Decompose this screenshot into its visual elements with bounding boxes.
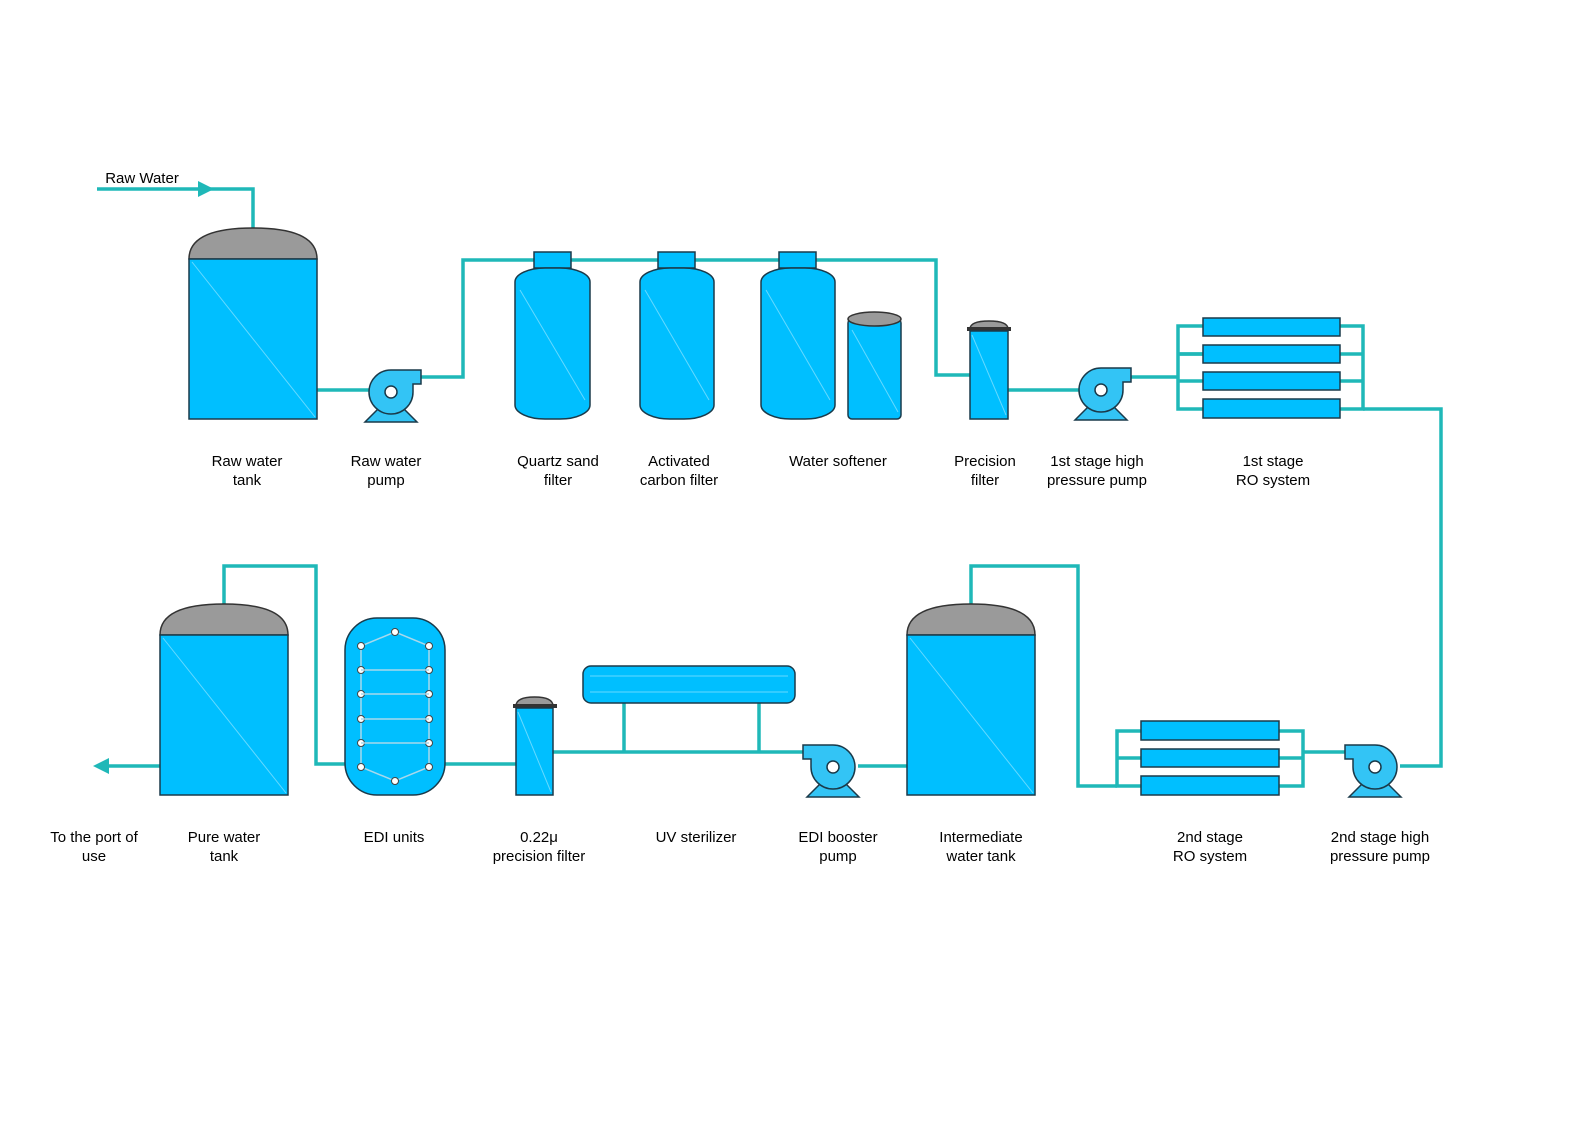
label-quartz-2: filter — [544, 472, 572, 489]
ro1-right-manifold — [1340, 324, 1365, 411]
precision-filter-022 — [513, 696, 557, 796]
activated-carbon-filter — [639, 251, 715, 420]
ro-system-1 — [1202, 317, 1341, 419]
uv-sterilizer — [582, 665, 796, 704]
label-022: 0.22μ — [520, 829, 558, 846]
label-booster: EDI booster — [798, 829, 877, 846]
label-ro-1: 1st stage — [1243, 453, 1304, 470]
label-quartz: Quartz sand — [517, 453, 599, 470]
label-precision: Precision — [954, 453, 1016, 470]
label-port: To the port of — [50, 829, 138, 846]
pipe-ro2-intermediate — [969, 564, 1117, 788]
inlet-pipe — [97, 187, 255, 228]
raw-water-pump-icon — [364, 369, 422, 423]
label-intermediate: Intermediate — [939, 829, 1022, 846]
label-hp-pump-1-2: pressure pump — [1047, 472, 1147, 489]
ro1-left-manifold — [1176, 324, 1203, 411]
intermediate-water-tank — [906, 603, 1036, 796]
hp-pump-2-icon — [1344, 744, 1402, 798]
ro-system-2 — [1140, 720, 1280, 796]
label-raw-water-pump: Raw water — [351, 453, 422, 470]
labels: Raw Water Raw water tank Raw water pump … — [50, 170, 1430, 865]
outlet-arrow-icon — [93, 758, 109, 774]
label-carbon-2: carbon filter — [640, 472, 718, 489]
label-raw-water-tank-2: tank — [233, 472, 262, 489]
label-port-2: use — [82, 848, 106, 865]
label-raw-water-pump-2: pump — [367, 472, 405, 489]
label-022-2: precision filter — [493, 848, 586, 865]
edi-unit — [344, 617, 446, 796]
edi-booster-pump-icon — [802, 744, 860, 798]
uv-connectors — [622, 703, 761, 752]
pipe-edi-purewater — [222, 564, 345, 766]
label-hp-pump-2-2: pressure pump — [1330, 848, 1430, 865]
label-uv: UV sterilizer — [656, 829, 737, 846]
label-carbon: Activated — [648, 453, 710, 470]
label-raw-water-tank: Raw water — [212, 453, 283, 470]
label-ro-2-2: RO system — [1173, 848, 1247, 865]
label-ro-2: 2nd stage — [1177, 829, 1243, 846]
label-intermediate-2: water tank — [945, 848, 1016, 865]
hp-pump-1-icon — [1074, 367, 1132, 421]
label-pure-tank-2: tank — [210, 848, 239, 865]
pure-water-tank — [159, 603, 289, 796]
pipes — [93, 181, 1443, 788]
raw-water-tank — [188, 227, 318, 420]
label-hp-pump-2: 2nd stage high — [1331, 829, 1429, 846]
pipe-ro1-pump2 — [1363, 407, 1443, 768]
pipe-pretreatment — [418, 258, 970, 379]
label-edi: EDI units — [364, 829, 425, 846]
label-precision-2: filter — [971, 472, 999, 489]
label-ro-1-2: RO system — [1236, 472, 1310, 489]
water-softener — [760, 251, 902, 420]
precision-filter — [967, 320, 1011, 420]
label-hp-pump-1: 1st stage high — [1050, 453, 1143, 470]
ro1-branches — [1178, 352, 1363, 383]
label-softener: Water softener — [789, 453, 887, 470]
quartz-sand-filter — [514, 251, 591, 420]
inlet-arrow-icon — [198, 181, 214, 197]
label-pure-tank: Pure water — [188, 829, 261, 846]
label-booster-2: pump — [819, 848, 857, 865]
inlet-label: Raw Water — [105, 170, 179, 187]
